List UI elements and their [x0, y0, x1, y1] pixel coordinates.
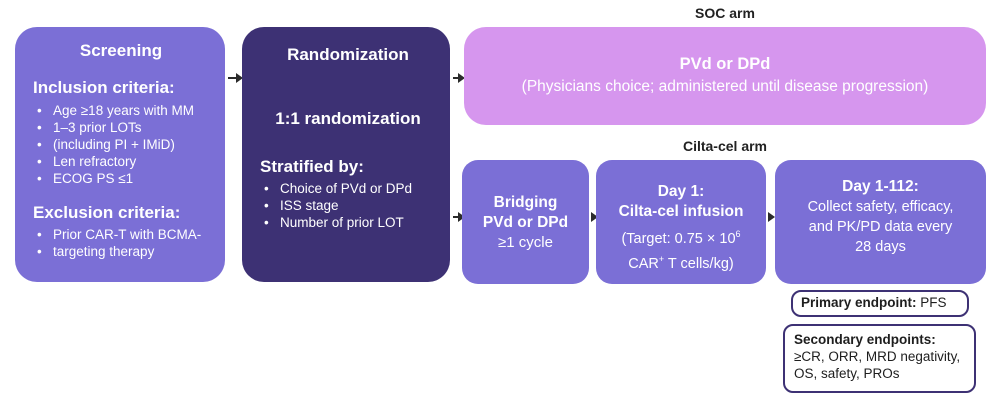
inclusion-item: Age ≥18 years with MM: [33, 102, 209, 119]
bridging-box: Bridging PVd or DPd ≥1 cycle: [462, 160, 589, 284]
followup-days: Day 1-112:: [842, 178, 919, 195]
secondary-endpoints-line: OS, safety, PROs: [794, 366, 900, 381]
stratified-by-list: Choice of PVd or DPd ISS stage Number of…: [260, 180, 436, 231]
inclusion-item: 1–3 prior LOTs: [33, 119, 209, 136]
infusion-target-unit: CAR+ T cells/kg): [628, 253, 734, 272]
exclusion-criteria-title: Exclusion criteria:: [33, 203, 181, 222]
primary-endpoint-box: Primary endpoint: PFS: [791, 290, 969, 317]
stratification-item: Choice of PVd or DPd: [260, 180, 436, 197]
primary-endpoint-value: PFS: [920, 295, 947, 310]
primary-endpoint-label: Primary endpoint:: [801, 295, 917, 310]
followup-text-2: and PK/PD data every: [808, 219, 953, 235]
exclusion-item: Prior CAR-T with BCMA-: [33, 226, 209, 243]
secondary-endpoints-line: ≥CR, ORR, MRD negativity,: [794, 349, 961, 364]
bridging-title: Bridging: [493, 194, 558, 211]
soc-arm-title: PVd or DPd: [679, 55, 771, 73]
exclusion-item-continued: targeting therapy: [33, 243, 209, 260]
arrow-screening-to-randomization: [228, 73, 243, 83]
infusion-target-dose: (Target: 0.75 × 106: [621, 229, 741, 247]
randomization-ratio: 1:1 randomization: [275, 109, 421, 128]
followup-box: Day 1-112: Collect safety, efficacy, and…: [775, 160, 986, 284]
inclusion-item: Len refractory: [33, 153, 209, 170]
stratification-item: Number of prior LOT: [260, 214, 436, 231]
randomization-box: Randomization 1:1 randomization Stratifi…: [242, 27, 450, 282]
screening-box: Screening Inclusion criteria: Age ≥18 ye…: [15, 27, 225, 282]
inclusion-criteria-title: Inclusion criteria:: [33, 78, 175, 97]
inclusion-item: ECOG PS ≤1: [33, 170, 209, 187]
soc-arm-subtitle: (Physicians choice; administered until d…: [521, 78, 929, 95]
secondary-endpoints-box: Secondary endpoints: ≥CR, ORR, MRD negat…: [783, 324, 976, 393]
exclusion-criteria-list: Prior CAR-T with BCMA- targeting therapy: [33, 226, 209, 260]
soc-arm-box: PVd or DPd (Physicians choice; administe…: [464, 27, 986, 125]
followup-text-1: Collect safety, efficacy,: [807, 199, 954, 215]
infusion-day: Day 1:: [657, 183, 705, 200]
randomization-title: Randomization: [287, 45, 409, 64]
inclusion-criteria-list: Age ≥18 years with MM 1–3 prior LOTs (in…: [33, 102, 209, 187]
stratification-item: ISS stage: [260, 197, 436, 214]
screening-title: Screening: [79, 41, 163, 60]
arrow-infusion-to-followup: [768, 212, 775, 222]
infusion-title: Cilta-cel infusion: [618, 203, 744, 220]
secondary-endpoints-label: Secondary endpoints:: [794, 332, 936, 347]
stratified-by-title: Stratified by:: [260, 157, 364, 176]
followup-text-3: 28 days: [855, 239, 906, 255]
arrow-randomization-to-soc: [453, 73, 465, 83]
cilta-cel-arm-label: Cilta-cel arm: [682, 138, 768, 154]
arrow-bridging-to-infusion: [591, 212, 598, 222]
inclusion-item-continued: (including PI + IMiD): [33, 136, 209, 153]
infusion-box: Day 1: Cilta-cel infusion (Target: 0.75 …: [596, 160, 766, 284]
bridging-regimen: PVd or DPd: [482, 214, 569, 231]
soc-arm-label: SOC arm: [695, 5, 755, 21]
arrow-randomization-to-bridging: [453, 212, 465, 222]
bridging-cycles: ≥1 cycle: [498, 234, 553, 251]
